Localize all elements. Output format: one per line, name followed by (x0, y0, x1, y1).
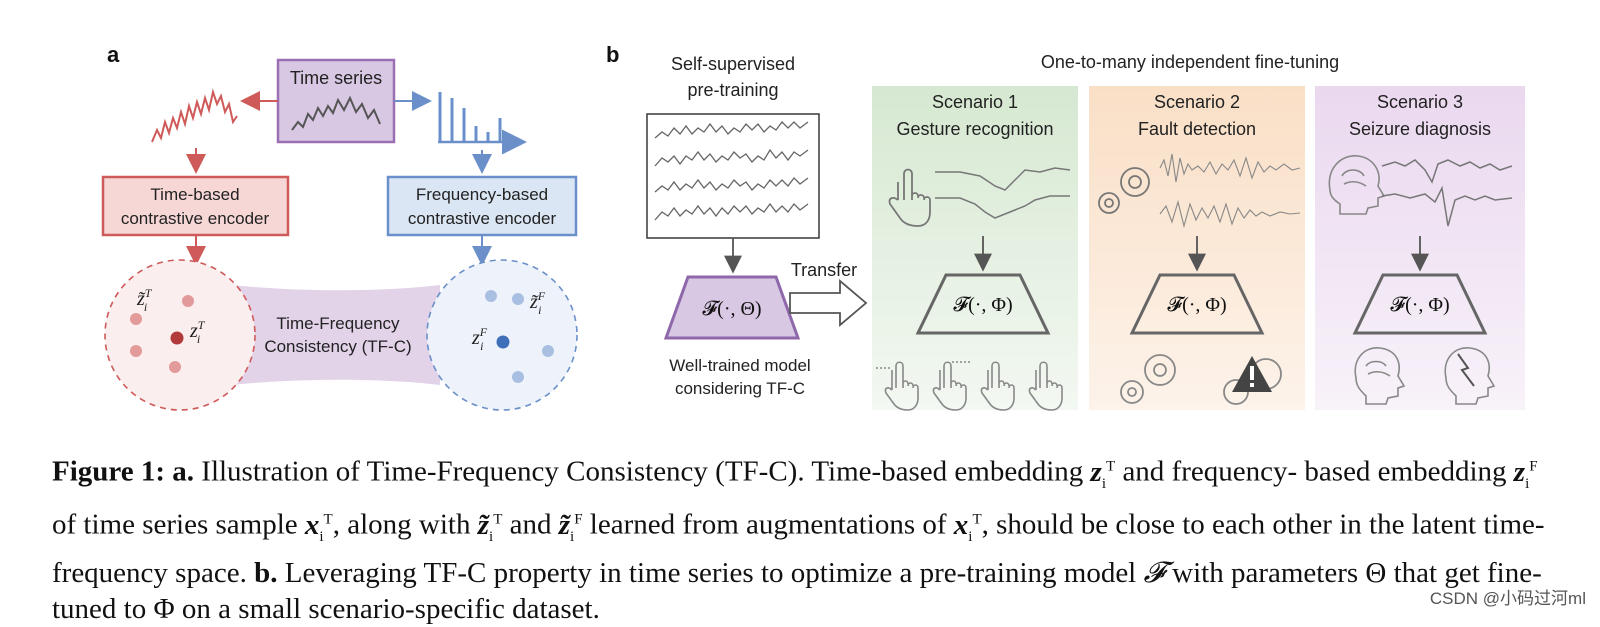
time-series-label: Time series (290, 68, 382, 88)
caption-math-ztilde-t: z̃iT (477, 509, 503, 545)
time-series-box: Time series (276, 58, 396, 144)
pretraining-data-box (646, 113, 820, 239)
scenario-3-subtitle: Seizure diagnosis (1349, 119, 1491, 139)
transfer-arrow (789, 279, 868, 327)
gesture-hands-icons (876, 361, 1063, 411)
caption-math-xt: xiT (304, 509, 333, 545)
caption-part-1: Illustration of Time-Frequency Consisten… (201, 455, 1084, 488)
caption-part-12: with parameters Θ that get fine-tuned to… (52, 556, 1542, 625)
caption-part-6: and (509, 509, 552, 542)
scenario-2-subtitle: Fault detection (1138, 119, 1256, 139)
time-series-signal (291, 95, 381, 131)
fault-warning-icon (1223, 356, 1282, 405)
seizure-brain-icon (1444, 347, 1496, 405)
caption-part-4: of time series sample (52, 509, 298, 542)
time-domain-signal (151, 88, 238, 143)
freq-encoder-line1: Frequency-based (416, 185, 548, 204)
time-encoder-box: Time-based contrastive encoder (101, 175, 290, 237)
scenario-1-model-label: 𝓕(·, Φ) (953, 294, 1012, 316)
gears-icon (1098, 167, 1150, 214)
caption-part-10: Leveraging TF-C property in time series … (284, 556, 893, 589)
scenario-2-title: Scenario 2 (1154, 92, 1240, 112)
caption-a-label: a. (172, 455, 195, 488)
caption-math-zf: ziF (1513, 455, 1538, 492)
brain-head-icon (1328, 155, 1386, 215)
gesture-signal-2 (935, 195, 1070, 219)
time-encoder-line2: contrastive encoder (121, 209, 270, 228)
well-trained-line2: considering TF-C (675, 379, 805, 398)
caption-math-zt: ziT (1090, 455, 1116, 492)
panel-b-label: b (606, 42, 619, 67)
scenario-1-subtitle: Gesture recognition (896, 119, 1053, 139)
watermark: CSDN @小码过河ml (1429, 589, 1586, 608)
scenario-3-title: Scenario 3 (1377, 92, 1463, 112)
consistency-band (232, 285, 440, 385)
freq-encoder-line2: contrastive encoder (408, 209, 557, 228)
caption-part-8: , should (981, 509, 1074, 542)
scenario-3-model-label: 𝓕(·, Φ) (1390, 294, 1449, 316)
transfer-label: Transfer (791, 260, 857, 280)
healthy-brain-icon (1354, 347, 1406, 405)
caption-figure-label: Figure 1: (52, 455, 166, 488)
caption-part-3: based embedding (1304, 455, 1507, 488)
eeg-signal-2 (1381, 185, 1513, 227)
fault-signal-2 (1159, 199, 1301, 229)
hand-pointer-icon (888, 168, 931, 227)
eeg-signal-1 (1381, 159, 1513, 184)
pretrain-title-line2: pre-training (687, 80, 778, 100)
frequency-spectrum (438, 92, 527, 155)
caption-part-7: learned from augmentations of (589, 509, 947, 542)
caption-math-xt-2: xiT (953, 509, 982, 545)
consistency-line1: Time-Frequency (276, 314, 400, 333)
time-encoder-line1: Time-based (150, 185, 239, 204)
caption-part-11: a pre-training model (899, 556, 1137, 589)
gesture-signal-1 (935, 167, 1071, 191)
scenario-1-model: 𝓕(·, Φ) (915, 273, 1051, 335)
panel-a-label: a (107, 42, 120, 67)
caption-part-2: and frequency- (1122, 455, 1298, 488)
normal-gears-icon (1120, 354, 1176, 404)
scenario-1-title: Scenario 1 (932, 92, 1018, 112)
fine-tune-title: One-to-many independent fine-tuning (1041, 52, 1339, 72)
well-trained-line1: Well-trained model (669, 356, 810, 375)
figure-caption: Figure 1: a. Illustration of Time-Freque… (52, 448, 1552, 627)
caption-b-label: b. (254, 556, 278, 589)
model-theta-label: 𝓕(·, Θ) (702, 298, 761, 320)
frequency-encoder-box: Frequency-based contrastive encoder (386, 175, 578, 237)
caption-math-ztilde-f: z̃iF (558, 509, 583, 545)
pretrain-title-line1: Self-supervised (671, 54, 795, 74)
scenario-3-model: 𝓕(·, Φ) (1352, 273, 1488, 335)
pretrained-model: 𝓕(·, Θ) (663, 275, 801, 340)
scenario-2-model: 𝓕(·, Φ) (1129, 273, 1265, 335)
scenario-2-model-label: 𝓕(·, Φ) (1167, 294, 1226, 316)
fault-signal-1 (1159, 153, 1301, 183)
scenario-1-panel (872, 86, 1078, 410)
consistency-line2: Consistency (TF-C) (264, 337, 411, 356)
caption-part-5: , along with (332, 509, 471, 542)
caption-part-9: be close to each other in the latent tim… (52, 509, 1545, 589)
caption-math-f: 𝓕 (1143, 556, 1165, 589)
